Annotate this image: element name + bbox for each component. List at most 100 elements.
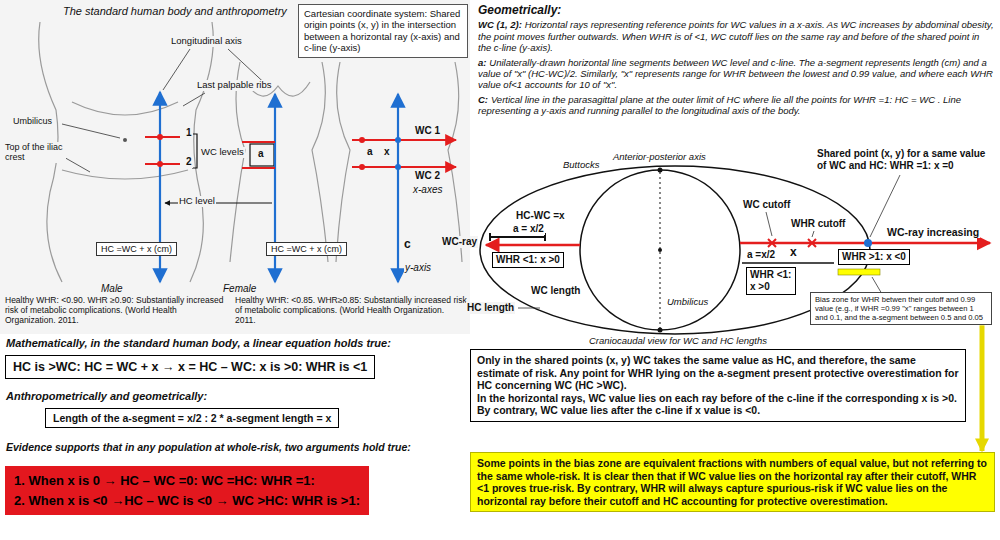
conclusion-box: Some points in the bias zone are equival…: [470, 452, 995, 512]
node-text: In the horizontal rays, WC value lies on…: [477, 392, 959, 417]
panel-ground: [0, 0, 470, 334]
iliac-line: [62, 170, 188, 179]
a-segment-bracket: [250, 144, 274, 166]
node-text: HC =WC + x (cm): [101, 244, 172, 254]
cutoff-label: WC cutoff: [742, 199, 791, 211]
c-line-axis: [397, 94, 399, 282]
dot: [395, 164, 401, 170]
node-text: Only in the shared points (x, y) WC take…: [477, 354, 959, 392]
rib-line: [72, 102, 178, 115]
segment-label: a: [257, 148, 265, 160]
part-label: Longitudinal axis: [170, 36, 243, 47]
term-label: a:: [478, 57, 486, 68]
leader-line: [183, 93, 205, 106]
umbilicus-dot: [123, 138, 127, 142]
node-text: HC is >WC: HC = WC + x → x = HC – WC: x …: [13, 360, 367, 374]
ray-dots: [157, 134, 401, 170]
figure-label: Male: [100, 283, 124, 295]
ray-label: WC 1: [414, 125, 441, 137]
equation-box: Length of the a-segment = x/2 : 2 * a-se…: [45, 408, 339, 428]
length-label: HC length: [466, 302, 515, 314]
wc-circle: [580, 170, 740, 330]
dot: [157, 161, 163, 167]
cutoff-label: WHR cutoff: [790, 218, 846, 230]
leader-line: [766, 212, 772, 236]
term-label: C:: [478, 94, 488, 105]
segment-label: a =x/2: [746, 249, 776, 261]
bias-zone-mark: [838, 269, 880, 275]
definitions-block: Geometrically:WC (1, 2):Horizontal rays …: [478, 3, 994, 120]
part-label: Top of the iliac crest: [4, 142, 66, 163]
part-label: Umbilicus: [666, 297, 709, 308]
paragraph: Geometrically:: [478, 3, 994, 17]
node-text: Cartesian coordinate system: Shared orig…: [304, 8, 462, 54]
node-text: Length of the a-segment = x/2 : 2 * a-se…: [53, 412, 331, 424]
leader-line: [163, 49, 190, 90]
leader-line: [518, 308, 540, 309]
ray-label: WC-ray: [441, 236, 478, 248]
leader-line: [812, 231, 814, 237]
axis-label: y-axis: [404, 262, 432, 274]
description-text: Vertical line in the parasagittal plane …: [478, 94, 961, 116]
panel-title: The standard human body and anthropometr…: [62, 5, 288, 18]
reference-note: Healthy WHR: <0.90. WHR ≥0.90: Substanti…: [4, 296, 228, 325]
dot: [157, 134, 163, 140]
explanation-box: Only in the shared points (x, y) WC take…: [470, 349, 966, 422]
dot: [359, 137, 365, 143]
leader-line: [62, 124, 120, 138]
wc-rays: [145, 137, 456, 168]
argument-box: 1. When x is 0 → HC – WC =0: WC =HC: WHR…: [5, 466, 369, 515]
description-text: Unilaterally-drawn horizontal line segme…: [478, 57, 993, 91]
segment-label: a = x/2: [512, 223, 545, 235]
axis-label: c: [403, 238, 412, 252]
section-heading: Mathematically, in the standard human bo…: [5, 337, 392, 350]
reference-note: Healthy WHR: <0.85. WHR≥0.85: Substantia…: [234, 296, 468, 325]
whr-box: WHR >1: x <0: [838, 249, 910, 265]
wc-ray-left: [486, 244, 580, 247]
node-text: HC =WC + x (cm): [271, 244, 342, 254]
ray-label: WC-ray increasing: [886, 226, 980, 238]
node-text: Bias zone for WHR betwen their cutoff an…: [815, 295, 987, 322]
segment-label: HC-WC =x: [515, 210, 566, 222]
node-text: WHR <1: x >0: [496, 254, 560, 266]
dot: [658, 168, 663, 173]
axis-label: x-axes: [412, 184, 443, 196]
node-text: Some points in the bias zone are equival…: [477, 457, 988, 507]
wc-ray: [242, 141, 275, 143]
leader-lines: [62, 49, 274, 172]
dot: [395, 137, 401, 143]
node-text: 2. When x is <0 →HC – WC is <0 → WC >HC:…: [14, 491, 360, 511]
equation-box: HC is >WC: HC = WC + x → x = HC – WC: x …: [5, 355, 375, 379]
dot: [658, 248, 662, 252]
segment-label: a: [366, 146, 374, 158]
wc-ray: [242, 167, 275, 169]
yellow-arrow-connector: [980, 325, 985, 451]
bias-zone-note: Bias zone for WHR betwen their cutoff an…: [810, 292, 992, 325]
torso-sketch: [39, 22, 462, 282]
section-heading: Geometrically:: [478, 3, 561, 17]
part-label: HC level: [178, 196, 216, 207]
a-segment-line: [742, 262, 834, 264]
shared-point: [864, 239, 872, 247]
leader-line: [62, 156, 90, 172]
part-label: Umbilicus: [12, 116, 53, 126]
part-label: Last palpable ribs: [196, 80, 272, 91]
section-heading: Anthropometrically and geometrically:: [5, 390, 208, 403]
wc-ray: [352, 139, 456, 141]
torso-outline: [448, 62, 462, 262]
point-label: Shared point (x, y) for a same value of …: [816, 148, 996, 171]
part-label: Buttocks: [562, 160, 600, 171]
node-text: WHR <1: x >0: [750, 269, 792, 293]
callout-number: 2: [185, 156, 193, 168]
ray-label: WC 2: [414, 170, 441, 182]
female-outline: [312, 62, 328, 262]
torso-outline: [336, 62, 350, 262]
node-text: WHR >1: x <0: [842, 251, 906, 263]
paragraph: a:Unilaterally-drawn horizontal line seg…: [478, 57, 994, 91]
callout-number: 1: [185, 127, 193, 139]
figure-label: Female: [222, 283, 257, 295]
bracket: [192, 134, 197, 168]
equation-box: HC =WC + x (cm): [96, 242, 177, 256]
dot: [658, 328, 663, 333]
longitudinal-axes: [160, 92, 398, 282]
